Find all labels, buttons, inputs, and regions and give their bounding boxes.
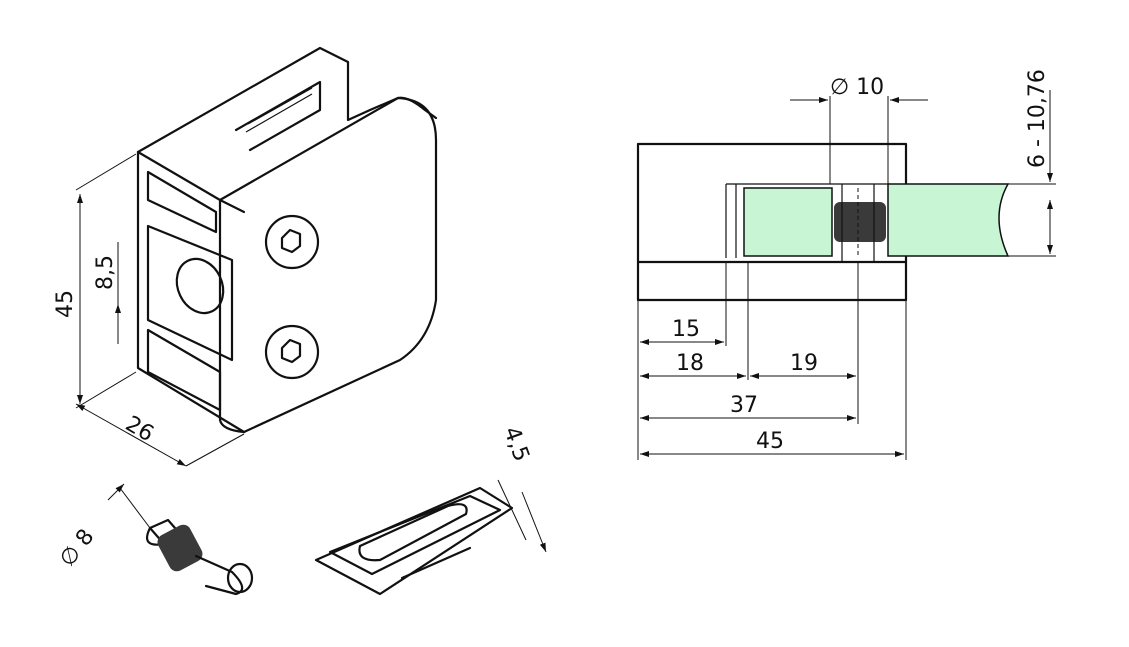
- pin-part: ∅ 8: [55, 483, 254, 596]
- dim-label-pin-diameter: ∅ 8: [55, 525, 99, 572]
- dim-label-diameter-10: ∅ 10: [830, 75, 884, 100]
- dim-label-8-5: 8,5: [93, 255, 118, 290]
- insert-part: 4,5: [314, 424, 547, 596]
- dim-label-15: 15: [672, 317, 700, 342]
- dim-label-45-iso: 45: [53, 290, 78, 318]
- side-section-view: [636, 142, 1010, 302]
- iso-dim-45: 45: [53, 153, 137, 409]
- side-dim-glass-range: 6 - 10,76: [1008, 69, 1056, 257]
- dim-label-glass-range: 6 - 10,76: [1025, 69, 1050, 168]
- side-dim-diameter-10: ∅ 10: [790, 75, 928, 184]
- dim-label-37: 37: [730, 393, 758, 418]
- gasket: [834, 202, 886, 242]
- dim-label-18: 18: [676, 351, 704, 376]
- dim-label-26: 26: [121, 412, 158, 448]
- dim-label-45-side: 45: [756, 429, 784, 454]
- dim-label-4-5: 4,5: [498, 424, 533, 465]
- dim-label-19: 19: [790, 351, 818, 376]
- iso-dim-8-5: 8,5: [93, 242, 121, 344]
- glass-left: [743, 187, 833, 257]
- iso-dim-26: 26: [75, 403, 245, 467]
- glass-right: [887, 183, 1010, 257]
- side-dim-chain: 15 18 19 37 45: [637, 262, 907, 460]
- iso-clamp-view: [136, 46, 438, 434]
